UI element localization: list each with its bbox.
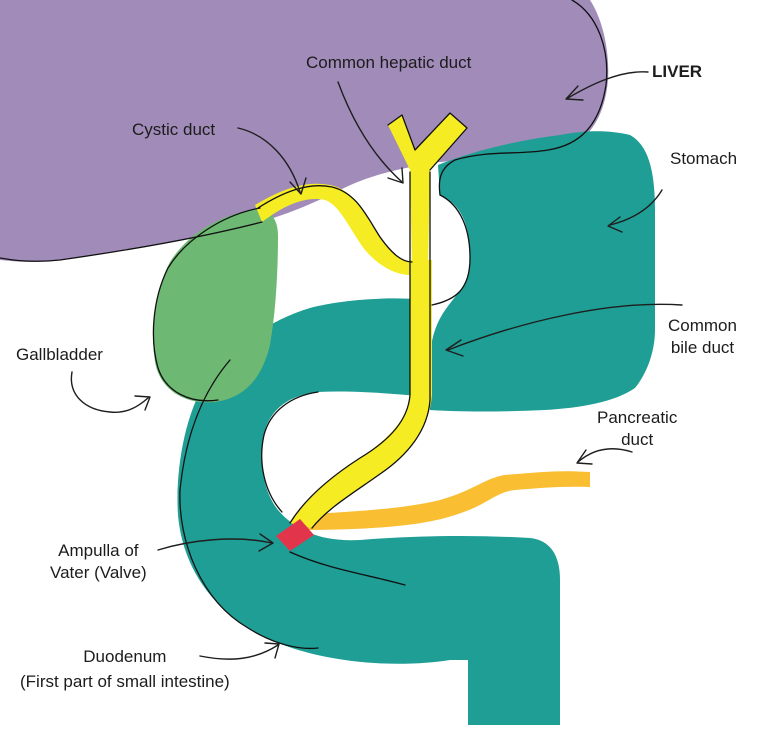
label-duodenum: Duodenum (First part of small intestine)	[20, 646, 230, 693]
cystic-duct	[255, 184, 415, 275]
label-ampulla-line1: Ampulla of	[50, 540, 147, 562]
gallbladder-arrow	[71, 372, 148, 412]
label-common-bile-duct: Common bile duct	[668, 315, 737, 359]
label-common-hepatic-duct: Common hepatic duct	[306, 52, 471, 74]
label-pancreatic-duct: Pancreatic duct	[597, 407, 677, 451]
label-duodenum-line1: Duodenum	[20, 646, 230, 668]
stomach	[430, 131, 655, 411]
label-common-bile-duct-line1: Common	[668, 315, 737, 337]
label-common-bile-duct-line2: bile duct	[668, 337, 737, 359]
label-liver: LIVER	[652, 61, 702, 83]
label-ampulla-of-vater: Ampulla of Vater (Valve)	[50, 540, 147, 584]
label-pancreatic-duct-line2: duct	[597, 429, 677, 451]
label-gallbladder: Gallbladder	[16, 344, 103, 366]
label-cystic-duct: Cystic duct	[132, 119, 215, 141]
label-ampulla-line2: Vater (Valve)	[50, 562, 147, 584]
label-pancreatic-duct-line1: Pancreatic	[597, 407, 677, 429]
label-duodenum-line2: (First part of small intestine)	[20, 671, 230, 693]
label-stomach: Stomach	[670, 148, 737, 170]
